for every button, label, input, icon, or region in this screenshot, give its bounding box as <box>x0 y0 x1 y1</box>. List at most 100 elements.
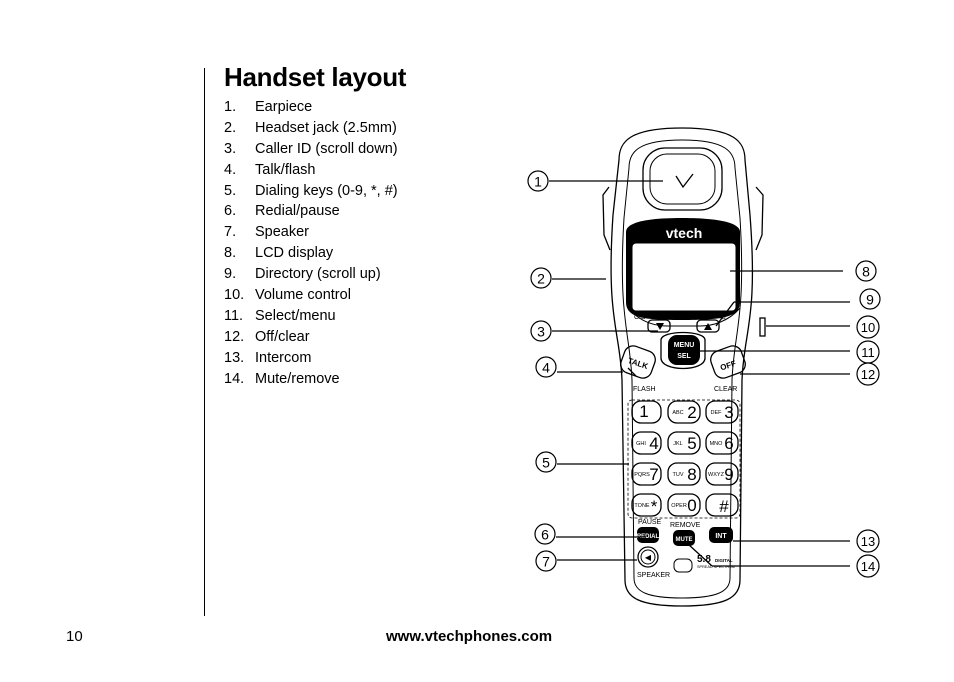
list-item: 11.Select/menu <box>224 307 336 324</box>
dial-key-4[interactable] <box>631 431 662 455</box>
intercom-button[interactable] <box>709 527 733 543</box>
microphone-grille <box>673 558 693 573</box>
callout-leaders <box>549 180 850 567</box>
list-item: 1.Earpiece <box>224 99 313 115</box>
svg-text:7: 7 <box>542 554 550 570</box>
callout-3: 3 <box>530 320 552 342</box>
earpiece-inner <box>649 153 716 205</box>
arrow-down-icon <box>656 323 664 330</box>
speaker-icon: ◀ <box>645 553 652 562</box>
callout-2: 2 <box>530 267 552 289</box>
key-digit: 9 <box>724 465 733 484</box>
pause-label: PAUSE <box>638 519 662 526</box>
scroll-down-button[interactable] <box>647 319 671 333</box>
svg-text:10: 10 <box>861 320 875 335</box>
list-item: 9.Directory (scroll up) <box>224 266 381 283</box>
svg-text:2: 2 <box>537 271 545 287</box>
handset-body <box>610 127 754 607</box>
arrow-up-icon <box>704 323 712 330</box>
page-number: 10 <box>66 628 83 645</box>
off-button[interactable] <box>708 343 748 380</box>
nav-row-outline <box>627 307 741 327</box>
dial-key-1[interactable] <box>631 400 662 424</box>
callout-14: 14 <box>856 554 880 578</box>
remove-label: REMOVE <box>670 522 701 529</box>
mute-button[interactable] <box>673 530 695 546</box>
dial-key-star[interactable] <box>631 493 662 517</box>
key-letters: GHI <box>636 441 646 447</box>
svg-text:4: 4 <box>542 360 550 376</box>
sel-label: SEL <box>677 353 691 360</box>
key-digit: 4 <box>649 434 658 453</box>
key-digit: 8 <box>687 465 696 484</box>
brand-logo: vtech <box>666 225 703 241</box>
logo-digital: DIGITAL <box>715 558 733 563</box>
lcd-display <box>631 242 737 312</box>
redial-label: REDIAL <box>637 534 660 540</box>
key-letters: DEF <box>711 410 723 416</box>
menu-label: MENU <box>674 342 695 349</box>
dial-key-9[interactable] <box>705 462 739 486</box>
side-ridge-right <box>755 186 764 251</box>
v-logo-icon <box>675 173 694 189</box>
list-item: 10.Volume control <box>224 287 351 304</box>
dial-key-3[interactable] <box>705 400 739 424</box>
list-item: 12.Off/clear <box>224 328 310 345</box>
dial-key-0[interactable] <box>667 493 701 517</box>
callout-13: 13 <box>856 529 880 553</box>
list-item: 13.Intercom <box>224 349 312 366</box>
redial-button[interactable] <box>637 527 659 543</box>
earpiece <box>642 147 723 211</box>
list-item: 14.Mute/remove <box>224 370 340 387</box>
cid-label: CID <box>634 314 646 321</box>
key-letters: JKL <box>673 441 682 447</box>
key-digit: 7 <box>649 465 658 484</box>
margin-rule <box>204 68 205 616</box>
svg-text:8: 8 <box>862 264 870 280</box>
flash-label: FLASH <box>633 386 656 393</box>
key-letters: PQRS <box>634 472 650 478</box>
menu-select-button[interactable] <box>668 335 700 365</box>
logo-spread-spectrum: SPREAD SPECTRUM <box>697 565 735 569</box>
callout-8: 8 <box>855 260 877 282</box>
dial-key-8[interactable] <box>667 462 701 486</box>
list-item: 2.Headset jack (2.5mm) <box>224 119 397 136</box>
key-digit: 0 <box>687 496 696 515</box>
key-digit: # <box>719 497 729 516</box>
scroll-up-button[interactable] <box>696 319 720 333</box>
dial-key-6[interactable] <box>705 431 739 455</box>
svg-text:9: 9 <box>866 292 874 308</box>
dial-key-5[interactable] <box>667 431 701 455</box>
svg-text:1: 1 <box>534 174 542 190</box>
key-letters: MNO <box>710 441 724 447</box>
svg-text:5: 5 <box>542 455 550 471</box>
key-digit: 1 <box>639 402 648 421</box>
dial-key-7[interactable] <box>631 462 662 486</box>
list-item: 4.Talk/flash <box>224 161 316 178</box>
speaker-button[interactable] <box>637 546 659 568</box>
callout-4: 4 <box>535 356 557 378</box>
talk-label: TALK <box>627 356 650 371</box>
volume-button[interactable] <box>759 317 766 337</box>
callout-6: 6 <box>534 523 556 545</box>
key-digit: 3 <box>724 403 733 422</box>
keypad-outline <box>627 399 741 519</box>
list-item: 3.Caller ID (scroll down) <box>224 140 398 157</box>
mute-label: MUTE <box>676 537 693 543</box>
list-item: 6.Redial/pause <box>224 203 340 220</box>
speaker-label: SPEAKER <box>637 572 670 579</box>
key-letters: OPER <box>671 503 687 509</box>
menu-sel-surround <box>660 331 706 370</box>
talk-button[interactable] <box>618 343 658 380</box>
int-label: INT <box>715 533 727 540</box>
svg-text:6: 6 <box>541 527 549 543</box>
list-item: 7.Speaker <box>224 224 310 241</box>
dial-key-2[interactable] <box>667 400 701 424</box>
side-ridge-left <box>602 186 611 251</box>
dial-key-hash[interactable] <box>705 493 739 517</box>
callout-5: 5 <box>535 451 557 473</box>
svg-text:11: 11 <box>861 345 875 360</box>
callout-11: 11 <box>856 340 880 364</box>
footer-url: www.vtechphones.com <box>386 628 553 645</box>
key-digit: 6 <box>724 434 733 453</box>
